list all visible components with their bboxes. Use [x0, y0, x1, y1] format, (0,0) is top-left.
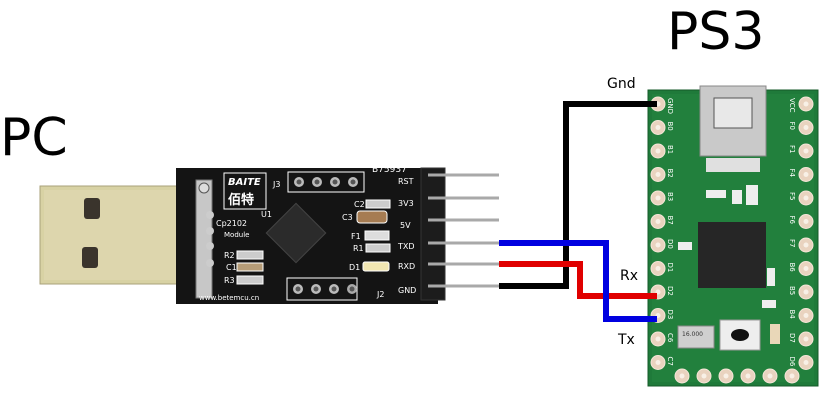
f1-label: F1	[351, 232, 361, 241]
wire-tx	[499, 240, 657, 322]
pin-label-gnd: GND	[398, 286, 416, 295]
r2-label: R2	[224, 251, 235, 260]
pin-label-right-d6: D6	[788, 357, 796, 367]
pin-label-5v: 5V	[400, 221, 411, 230]
pin-label-txd: TXD	[397, 242, 415, 251]
c2-label: C2	[354, 200, 365, 209]
pin-label-right-f5: F5	[788, 192, 796, 200]
pin-label-left-b2: B2	[666, 169, 674, 178]
brand-cn-text: 佰特	[228, 192, 254, 208]
module-label: Module	[224, 231, 249, 239]
c1-label: C1	[226, 263, 237, 272]
usb-hole-bottom	[82, 247, 98, 268]
brand-text: BAITE	[228, 177, 261, 188]
r1-label: R1	[353, 244, 364, 253]
rx-label: Rx	[620, 268, 639, 284]
tx-label: Tx	[618, 332, 635, 348]
ps3-label: PS3	[667, 2, 765, 62]
pin-label-left-d3: D3	[666, 310, 674, 320]
pin-label-rxd: RXD	[398, 262, 415, 271]
pin-label-right-f7: F7	[788, 239, 796, 247]
pin-label-left-d2: D2	[666, 286, 674, 296]
pin-label-rst: RST	[398, 177, 414, 186]
pin-label-right-f0: F0	[788, 122, 796, 130]
pin-label-right-vcc: VCC	[788, 98, 796, 113]
c3-label: C3	[342, 213, 353, 222]
pin-label-left-gnd: GND	[666, 98, 674, 114]
crystal	[677, 325, 715, 349]
chip-label: Cp2102	[216, 219, 247, 228]
atmega-chip	[698, 222, 766, 288]
wire-rx	[499, 261, 657, 299]
pin-label-right-f1: F1	[788, 145, 796, 153]
pin-label-left-c7: C7	[666, 357, 674, 366]
u1-label: U1	[261, 210, 272, 219]
pin-label-left-d1: D1	[666, 263, 674, 273]
pin-label-left-d0: D0	[666, 239, 674, 249]
cp2102-chip	[265, 202, 327, 264]
pin-label-left-c6: C6	[666, 333, 674, 343]
url-text: www.betemcu.cn	[199, 294, 259, 302]
part-number: B75937	[372, 165, 407, 175]
usb-hole-top	[84, 198, 100, 219]
pin-label-left-b7: B7	[666, 216, 674, 225]
pc-label: PC	[0, 108, 68, 168]
header-pins	[428, 173, 499, 288]
pin-label-right-b4: B4	[788, 310, 796, 320]
wires	[499, 101, 657, 322]
pin-label-right-b5: B5	[788, 286, 796, 295]
pin-label-right-f4: F4	[788, 169, 796, 178]
pin-label-right-f6: F6	[788, 216, 796, 225]
pin-label-right-b6: B6	[788, 263, 796, 273]
j3-label: J3	[272, 180, 280, 189]
gnd-label: Gnd	[607, 76, 636, 92]
pin-label-left-b3: B3	[666, 192, 674, 201]
usb-serial-adapter: BAITE 佰特 J3 Cp2102 Module U1 R2 C1 R3 ww…	[39, 165, 499, 304]
pin-label-left-b0: B0	[666, 122, 674, 131]
crystal-label: 16.000	[682, 331, 703, 338]
r3-label: R3	[224, 276, 235, 285]
j2-label: J2	[376, 290, 384, 299]
wire-gnd	[499, 101, 657, 289]
pin-label-left-b1: B1	[666, 145, 674, 154]
d1-label: D1	[349, 263, 360, 272]
pin-label-3v3: 3V3	[398, 199, 414, 208]
pin-label-right-d7: D7	[788, 333, 796, 343]
